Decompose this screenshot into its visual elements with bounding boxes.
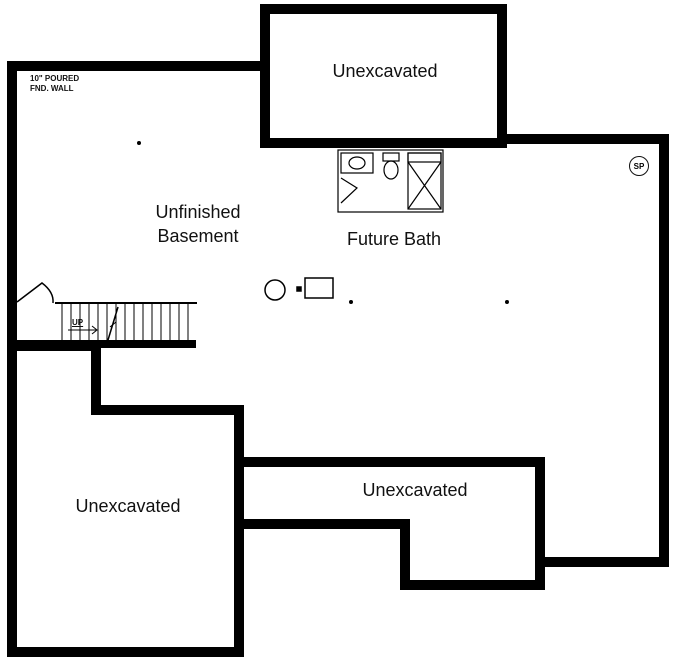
staircase — [16, 282, 197, 341]
stair-landing-wall — [16, 340, 196, 348]
room-label-unexcavated-left: Unexcavated — [75, 496, 181, 516]
wall-note: 10" POURED FND. WALL — [30, 74, 79, 94]
wall-note-line2: FND. WALL — [30, 84, 74, 93]
bath-fixtures — [337, 149, 444, 213]
room-label-unexcavated-bottom-right: Unexcavated — [362, 480, 468, 500]
stair-up-label: UP — [72, 318, 84, 327]
room-label-line1: Unfinished — [155, 202, 241, 222]
foundation-walls — [7, 4, 669, 657]
room-label-unexcavated-top: Unexcavated — [332, 61, 438, 81]
wall-note-line1: 10" POURED — [30, 74, 80, 83]
room-label-future-bath: Future Bath — [346, 229, 442, 249]
support-columns — [137, 141, 509, 304]
room-label-unfinished-basement: Unfinished Basement — [138, 200, 258, 248]
sump-pump-icon: SP — [629, 156, 649, 176]
mechanical-equipment — [264, 277, 334, 301]
room-label-line2: Basement — [157, 226, 239, 246]
